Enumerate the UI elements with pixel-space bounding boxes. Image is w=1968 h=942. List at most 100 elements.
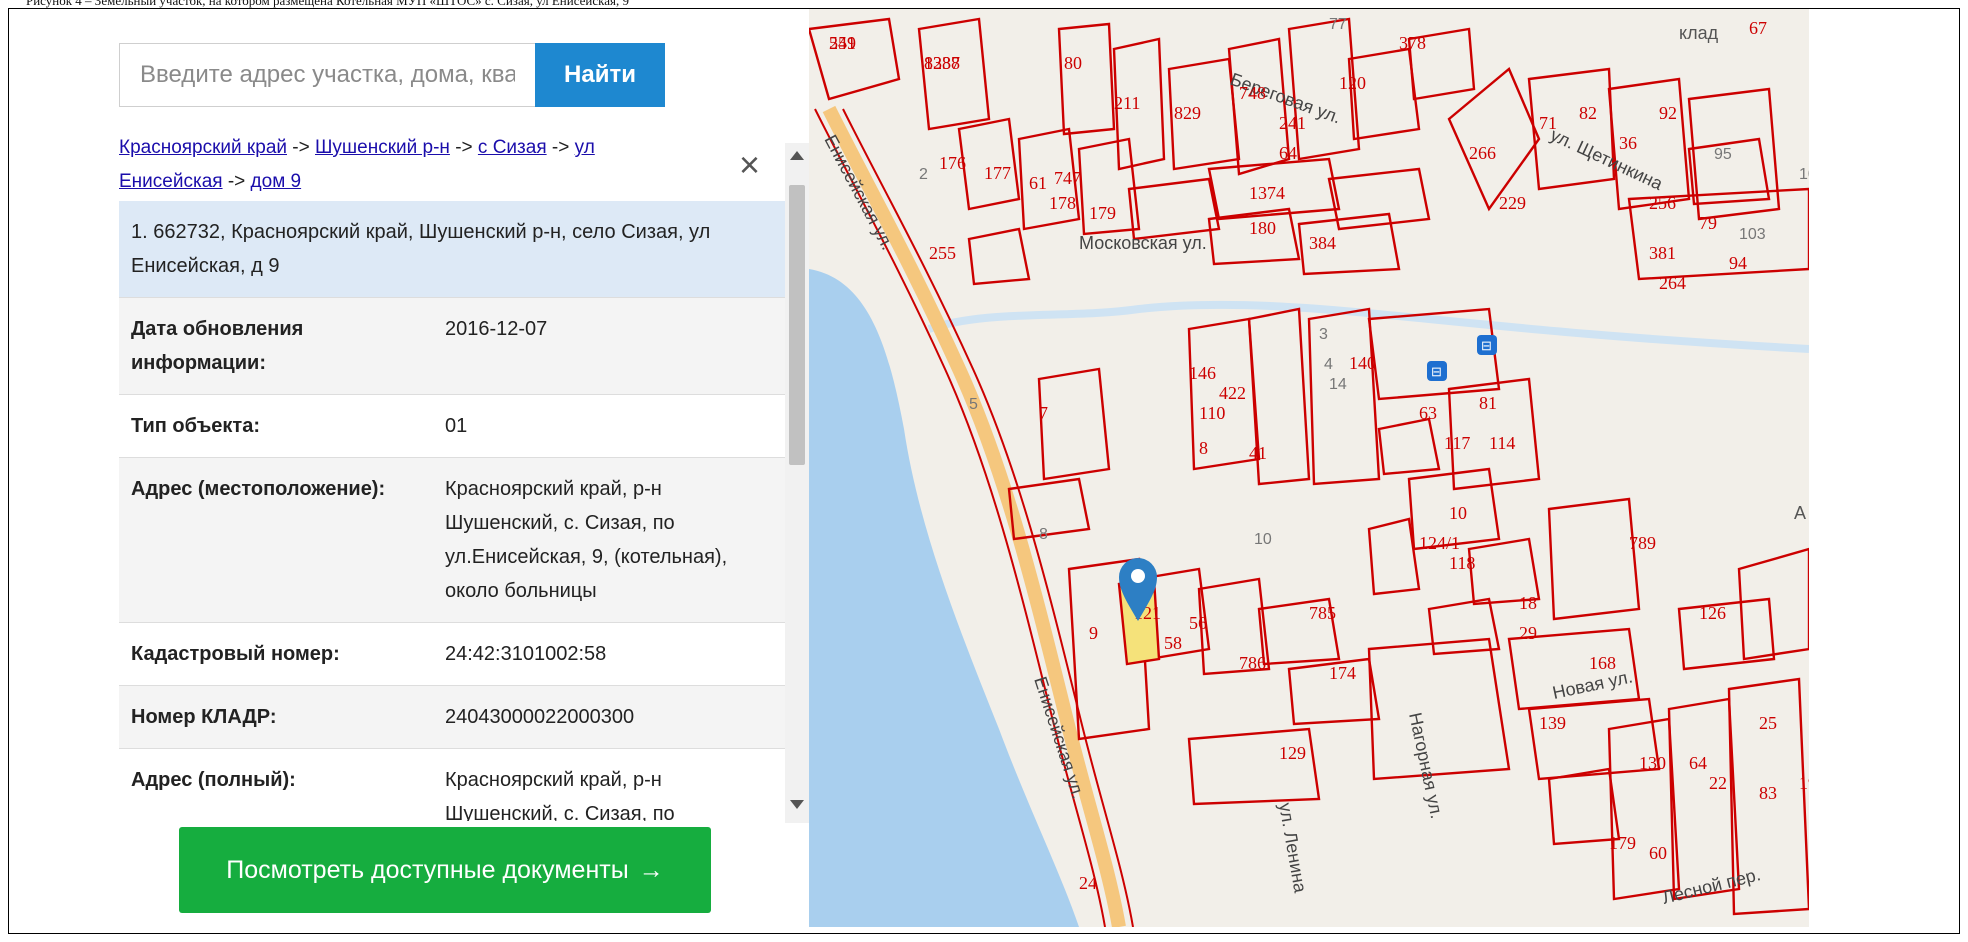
map-clipped-label: клад (1679, 23, 1719, 43)
plot-number-label: 120 (1339, 73, 1366, 93)
boundary-line (842, 108, 1134, 927)
breadcrumb-separator: -> (551, 137, 570, 158)
plot-number-label: 256 (1649, 193, 1676, 213)
plot-number-label: 179 (1089, 203, 1116, 223)
plot-number-label: 1374 (1249, 183, 1285, 203)
scrollbar-thumb[interactable] (789, 185, 805, 465)
plot-number-label: 71 (1539, 113, 1557, 133)
breadcrumb: Красноярский край -> Шушенский р-н -> с … (119, 131, 679, 199)
plot-number-label: 829 (1174, 103, 1201, 123)
plot-number-label: 176 (939, 153, 966, 173)
plot-number-label: 178 (1049, 193, 1076, 213)
street-label: ул. Щетинкина (1547, 124, 1666, 194)
table-row: Номер КЛАДР: 24043000022000300 (119, 685, 785, 749)
breadcrumb-link-village[interactable]: с Сизая (477, 137, 547, 158)
svg-text:⊟: ⊟ (1481, 338, 1492, 353)
map-canvas[interactable]: Енисейская ул. Енисейская ул. Московская… (809, 9, 1809, 927)
plot-number-label: 118 (1449, 553, 1475, 573)
plot-number-label: 422 (1219, 383, 1246, 403)
plot-number-label: 259 (829, 33, 856, 53)
view-documents-button[interactable]: Посмотреть доступные документы → (179, 827, 711, 913)
house-number-label: 14 (1329, 376, 1347, 393)
map-clipped-label: А (1794, 503, 1806, 523)
scroll-up-icon[interactable] (790, 151, 804, 160)
detail-value: 01 (433, 394, 785, 458)
street-label: Лесной пер. (1660, 864, 1762, 908)
river-water (809, 269, 1079, 927)
search-button[interactable]: Найти (535, 43, 665, 107)
breadcrumb-link-street[interactable]: ул Енисейская (119, 137, 595, 192)
view-documents-label: Посмотреть доступные документы (226, 855, 629, 884)
plot-number-label: 1387 (924, 53, 960, 73)
detail-value: Красноярский край, р-н Шушенский, с. Сиз… (433, 457, 785, 623)
house-number-label: 2 (919, 166, 928, 183)
plot-number-label: 80 (1064, 53, 1082, 73)
plot-number-label: 64 (1279, 143, 1297, 163)
plot-number-label: 378 (1399, 33, 1426, 53)
plot-number-label: 83 (1759, 783, 1777, 803)
street-label: ул. Ленина (1275, 801, 1311, 895)
plot-number-label: 264 (1659, 273, 1686, 293)
plot-number-label: 10 (1449, 503, 1467, 523)
plot-number-label: 146 (1189, 363, 1216, 383)
scroll-down-icon[interactable] (790, 800, 804, 809)
plot-number-label: 541 (829, 33, 856, 53)
table-row: Тип объекта: 01 (119, 394, 785, 458)
plot-number-label: 130 (1639, 753, 1666, 773)
breadcrumb-link-district[interactable]: Шушенский р-н (315, 137, 450, 158)
svg-text:⊟: ⊟ (1431, 364, 1442, 379)
plot-number-label: 124/1 (1419, 533, 1460, 553)
plot-number-label: 168 (1589, 653, 1616, 673)
arrow-right-icon: → (638, 855, 664, 884)
breadcrumb-link-region[interactable]: Красноярский край (119, 137, 287, 158)
plot-number-label: 179 (1609, 833, 1636, 853)
breadcrumb-separator: -> (292, 137, 310, 158)
plot-number-label: 7 (1039, 403, 1048, 423)
table-row: Дата обновления информации: 2016-12-07 (119, 297, 785, 395)
detail-label: Кадастровый номер: (119, 622, 433, 686)
detail-label: Адрес (местоположение): (119, 457, 433, 623)
location-marker-icon[interactable] (1119, 558, 1157, 621)
plot-number-label: 177 (984, 163, 1011, 183)
search-bar: Найти (119, 43, 665, 107)
detail-value: 24043000022000300 (433, 685, 785, 749)
plot-number-label: 63 (1419, 403, 1437, 423)
result-item[interactable]: 1. 662732, Красноярский край, Шушенский … (119, 201, 785, 297)
house-number-label: 8 (1039, 526, 1048, 543)
boundary-line (814, 108, 1106, 927)
close-icon[interactable]: × (739, 144, 761, 185)
plot-number-label: 789 (1629, 533, 1656, 553)
plot-number-label: 24 (1079, 873, 1097, 893)
breadcrumb-separator: -> (227, 171, 246, 192)
detail-label: Дата обновления информации: (119, 297, 433, 395)
address-search-input[interactable] (119, 43, 535, 107)
cadastral-map[interactable]: Енисейская ул. Енисейская ул. Московская… (809, 9, 1809, 927)
bus-stop-icon[interactable]: ⊟ (1477, 335, 1497, 355)
breadcrumb-link-house[interactable]: дом 9 (250, 171, 302, 192)
plot-number-label: 139 (1539, 713, 1566, 733)
parcel-outlines (809, 17, 1809, 916)
results-scrollbar[interactable] (785, 143, 809, 823)
house-number-label: 4 (1324, 356, 1333, 373)
street-label: Московская ул. (1079, 233, 1207, 253)
plot-number-label: 92 (1659, 103, 1677, 123)
plot-number-label: 241 (1279, 113, 1306, 133)
plot-number-label: 129 (1279, 743, 1306, 763)
results-list[interactable]: 1. 662732, Красноярский край, Шушенский … (119, 201, 785, 821)
plot-number-label: 82 (1579, 103, 1597, 123)
bus-stop-icon[interactable]: ⊟ (1427, 361, 1447, 381)
detail-label: Адрес (полный): (119, 748, 433, 821)
table-row: Адрес (полный): Красноярский край, р-н Ш… (119, 748, 785, 821)
plot-number-label: 126 (1699, 603, 1726, 623)
plot-number-label: 9 (1089, 623, 1098, 643)
plot-number-label: 64 (1689, 753, 1707, 773)
plot-number-label: 110 (1199, 403, 1225, 423)
detail-value: Красноярский край, р-н Шушенский, с. Сиз… (433, 748, 785, 821)
table-row: Адрес (местоположение): Красноярский кра… (119, 457, 785, 623)
plot-number-label: 117 (1444, 433, 1470, 453)
house-number-label: 95 (1714, 146, 1732, 163)
plot-number-label: 94 (1729, 253, 1747, 273)
house-number-label: 77 (1329, 16, 1347, 33)
plot-number-label: 8238 (924, 53, 960, 73)
